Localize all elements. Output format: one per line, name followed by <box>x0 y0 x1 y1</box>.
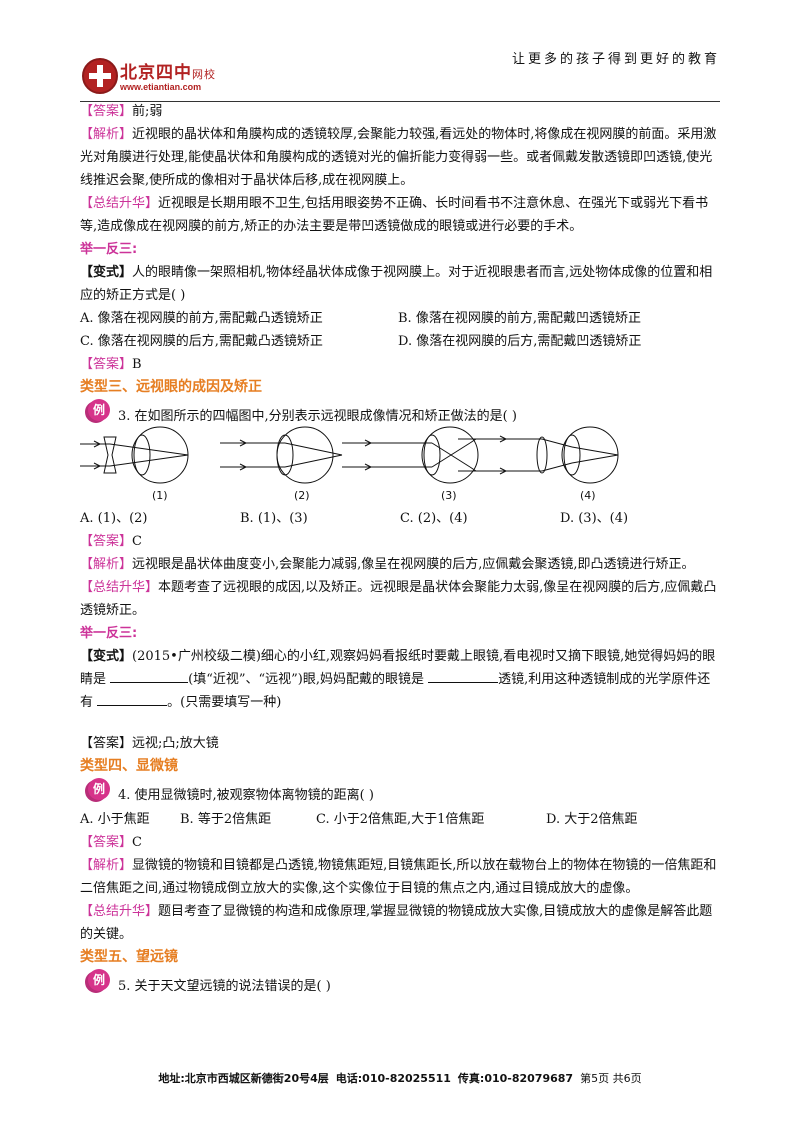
question-5: 5. 关于天文望远镜的说法错误的是( ) <box>118 979 331 994</box>
s1-answer: 【答案】前;弱 <box>80 100 720 123</box>
summary-tag: 【总结升华】 <box>80 580 159 595</box>
option-d: D. 像落在视网膜的后方,需配戴凹透镜矫正 <box>398 334 642 349</box>
example-4: 例 4. 使用显微镜时,被观察物体离物镜的距离( ) <box>80 778 720 804</box>
analysis-text: 显微镜的物镜和目镜都是凸透镜,物镜焦距短,目镜焦距长,所以放在载物台上的物体在物… <box>80 858 717 896</box>
summary-text: 近视眼是长期用眼不卫生,包括用眼姿势不正确、长时间看书不注意休息、在强光下或弱光… <box>80 196 709 234</box>
fill-blank-1[interactable] <box>110 668 189 683</box>
option-a: A. 像落在视网膜的前方,需配戴凸透镜矫正 <box>80 311 323 326</box>
option-b: B. 等于2倍焦距 <box>180 812 272 827</box>
option-c: C. (2)、(4) <box>400 511 468 526</box>
variant-text: 人的眼睛像一架照相机,物体经晶状体成像于视网膜上。对于近视眼患者而言,远处物体成… <box>80 265 713 303</box>
variant-text-1: (2015•广州校级二模)细心的小红,观察妈妈看报纸时要戴上眼镜,看电视时又摘下… <box>80 649 716 687</box>
s1-options-row1: A. 像落在视网膜的前方,需配戴凸透镜矫正 B. 像落在视网膜的前方,需配戴凹透… <box>80 307 720 330</box>
answer-text: 远视;凸;放大镜 <box>132 736 219 751</box>
s3-options: A. (1)、(2) B. (1)、(3) C. (2)、(4) D. (3)、… <box>80 507 720 530</box>
footer-address: 地址:北京市西城区新德街20号4层 <box>158 1072 329 1085</box>
fig-label-1: (1) <box>152 489 168 502</box>
question-4: 4. 使用显微镜时,被观察物体离物镜的距离( ) <box>118 788 374 803</box>
option-a: A. (1)、(2) <box>80 511 148 526</box>
footer-phone: 电话:010-82025511 <box>335 1072 451 1085</box>
example-3: 例 3. 在如图所示的四幅图中,分别表示远视眼成像情况和矫正做法的是( ) <box>80 399 720 425</box>
s4-summary: 【总结升华】题目考查了显微镜的构造和成像原理,掌握显微镜的物镜成放大实像,目镜成… <box>80 900 720 946</box>
answer-text: C <box>132 534 142 549</box>
analysis-text: 近视眼的晶状体和角膜构成的透镜较厚,会聚能力较强,看远处的物体时,将像成在视网膜… <box>80 127 717 188</box>
variant-text-4: 。(只需要填写一种) <box>167 695 282 710</box>
document-body: 【答案】前;弱 【解析】近视眼的晶状体和角膜构成的透镜较厚,会聚能力较强,看远处… <box>80 100 720 995</box>
header-divider <box>80 101 720 102</box>
s4-analysis: 【解析】显微镜的物镜和目镜都是凸透镜,物镜焦距短,目镜焦距长,所以放在载物台上的… <box>80 854 720 900</box>
s1-variant: 【变式】人的眼睛像一架照相机,物体经晶状体成像于视网膜上。对于近视眼患者而言,远… <box>80 261 720 307</box>
s4-answer: 【答案】C <box>80 831 720 854</box>
question-3: 3. 在如图所示的四幅图中,分别表示远视眼成像情况和矫正做法的是( ) <box>118 409 517 424</box>
eye-diagram-2 <box>220 426 343 484</box>
analysis-tag: 【解析】 <box>80 858 133 873</box>
s1-analysis: 【解析】近视眼的晶状体和角膜构成的透镜较厚,会聚能力较强,看远处的物体时,将像成… <box>80 123 720 192</box>
example-badge-icon: 例 <box>88 778 110 800</box>
practice-heading: 举一反三: <box>80 242 138 257</box>
fig-label-2: (2) <box>294 489 310 502</box>
fig-label-3: (3) <box>441 489 457 502</box>
logo-url: www.etiantian.com <box>120 82 202 92</box>
analysis-tag: 【解析】 <box>80 557 133 572</box>
answer-text: C <box>132 835 142 850</box>
s3-answer: 【答案】C <box>80 530 720 553</box>
footer-fax: 传真:010-82079687 <box>457 1072 574 1085</box>
section-3-title: 类型三、远视眼的成因及矫正 <box>80 379 262 395</box>
fill-blank-3[interactable] <box>97 691 168 706</box>
logo-name: 北京四中网校 <box>120 63 216 83</box>
fig-label-4: (4) <box>580 489 596 502</box>
option-a: A. 小于焦距 <box>80 812 150 827</box>
s1-options-row2: C. 像落在视网膜的后方,需配戴凸透镜矫正 D. 像落在视网膜的后方,需配戴凹透… <box>80 330 720 353</box>
s4-options: A. 小于焦距 B. 等于2倍焦距 C. 小于2倍焦距,大于1倍焦距 D. 大于… <box>80 808 720 831</box>
option-d: D. (3)、(4) <box>560 511 629 526</box>
analysis-text: 远视眼是晶状体曲度变小,会聚能力减弱,像呈在视网膜的后方,应佩戴会聚透镜,即凸透… <box>132 557 695 572</box>
option-d: D. 大于2倍焦距 <box>546 812 638 827</box>
answer-tag: 【答案】 <box>80 835 133 850</box>
answer-tag: 【答案】 <box>80 357 133 372</box>
s3-variant-answer: 【答案】远视;凸;放大镜 <box>80 732 720 755</box>
analysis-tag: 【解析】 <box>80 127 133 142</box>
s3-analysis: 【解析】远视眼是晶状体曲度变小,会聚能力减弱,像呈在视网膜的后方,应佩戴会聚透镜… <box>80 553 720 576</box>
eye-diagram-4 <box>458 426 619 484</box>
eye-diagrams-svg: (1) (2) (3) (4) <box>80 426 619 502</box>
example-5: 例 5. 关于天文望远镜的说法错误的是( ) <box>80 969 720 995</box>
example-badge-icon: 例 <box>88 399 110 421</box>
eye-diagram-1 <box>80 426 189 484</box>
practice-heading: 举一反三: <box>80 626 138 641</box>
summary-tag: 【总结升华】 <box>80 904 159 919</box>
answer-tag: 【答案】 <box>80 736 133 751</box>
answer-text: B <box>132 357 142 372</box>
answer-tag: 【答案】 <box>80 104 133 119</box>
option-c: C. 像落在视网膜的后方,需配戴凸透镜矫正 <box>80 334 323 349</box>
variant-text-3: 透镜,利用这种透镜制成的光学原件还有 <box>80 672 711 710</box>
footer-page-number: 第5页 共6页 <box>580 1072 642 1085</box>
s3-variant: 【变式】(2015•广州校级二模)细心的小红,观察妈妈看报纸时要戴上眼镜,看电视… <box>80 645 720 714</box>
summary-text: 题目考查了显微镜的构造和成像原理,掌握显微镜的物镜成放大实像,目镜成放大的虚像是… <box>80 904 713 942</box>
answer-tag: 【答案】 <box>80 534 133 549</box>
example-badge-icon: 例 <box>88 969 110 991</box>
section-5-title: 类型五、望远镜 <box>80 949 178 965</box>
summary-text: 本题考查了远视眼的成因,以及矫正。远视眼是晶状体会聚能力太弱,像呈在视网膜的后方… <box>80 580 717 618</box>
s1-summary: 【总结升华】近视眼是长期用眼不卫生,包括用眼姿势不正确、长时间看书不注意休息、在… <box>80 192 720 238</box>
header-slogan: 让更多的孩子得到更好的教育 <box>511 52 720 67</box>
section-4-title: 类型四、显微镜 <box>80 758 178 774</box>
eye-diagram-3 <box>342 426 479 484</box>
s3-summary: 【总结升华】本题考查了远视眼的成因,以及矫正。远视眼是晶状体会聚能力太弱,像呈在… <box>80 576 720 622</box>
variant-tag: 【变式】 <box>80 265 133 280</box>
page-header: 北京四中网校 www.etiantian.com 让更多的孩子得到更好的教育 <box>80 40 720 102</box>
summary-tag: 【总结升华】 <box>80 196 159 211</box>
eye-diagrams: (1) (2) (3) (4) <box>80 425 720 507</box>
option-c: C. 小于2倍焦距,大于1倍焦距 <box>316 812 485 827</box>
school-logo-icon <box>82 58 118 94</box>
option-b: B. 像落在视网膜的前方,需配戴凹透镜矫正 <box>398 311 641 326</box>
answer-text: 前;弱 <box>132 104 163 119</box>
variant-tag: 【变式】 <box>80 649 133 664</box>
variant-text-2: (填“近视”、“远视”)眼,妈妈配戴的眼镜是 <box>188 672 425 687</box>
page-footer: 地址:北京市西城区新德街20号4层 电话:010-82025511 传真:010… <box>0 1070 800 1086</box>
fill-blank-2[interactable] <box>428 668 499 683</box>
s1-variant-answer: 【答案】B <box>80 353 720 376</box>
option-b: B. (1)、(3) <box>240 511 308 526</box>
